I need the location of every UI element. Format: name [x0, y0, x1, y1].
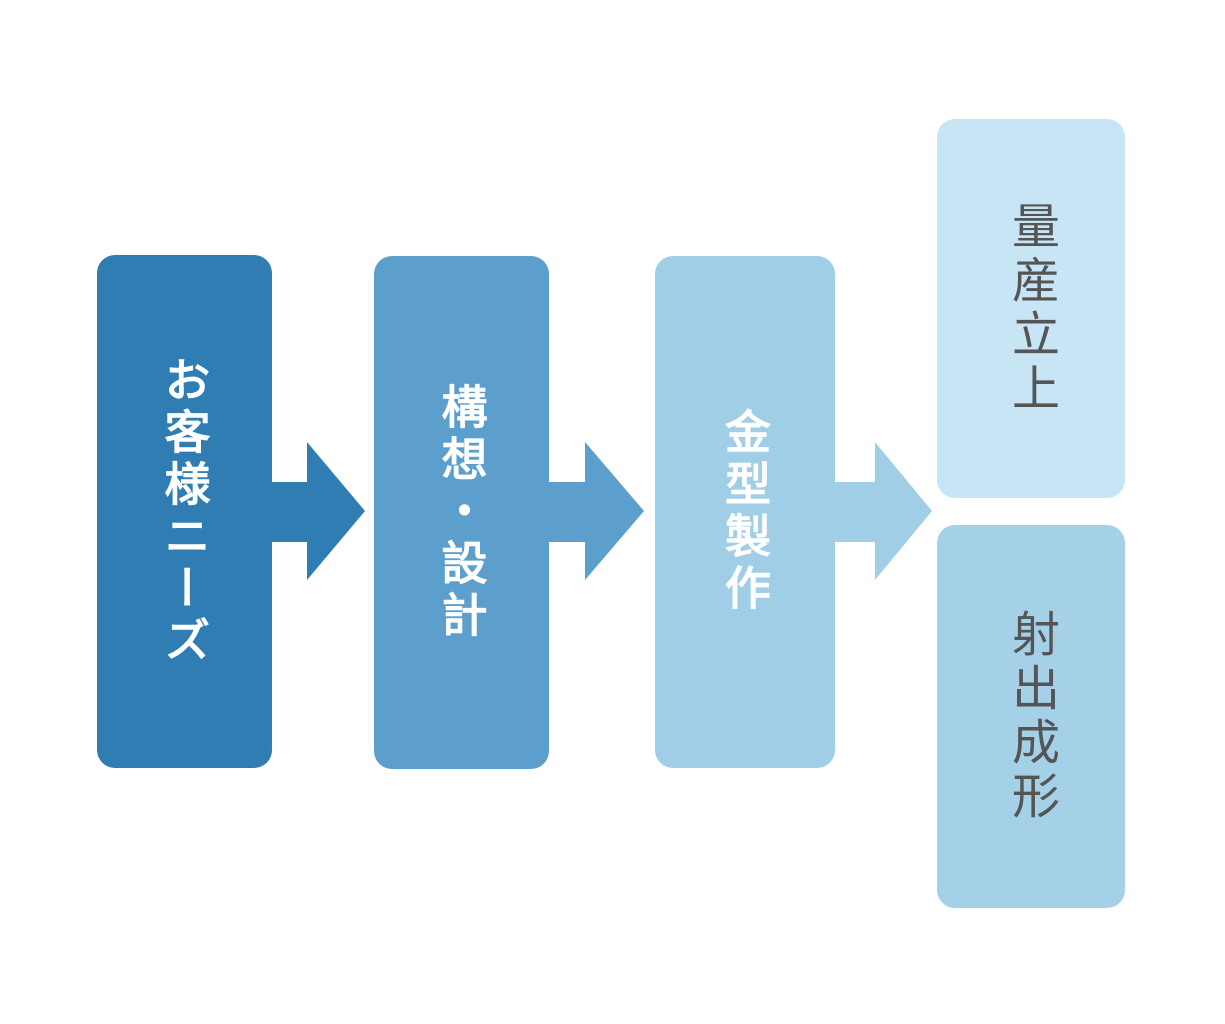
- arrow-right-icon: [272, 442, 365, 580]
- arrow-right-icon: [835, 442, 932, 580]
- step-label: 構想・設計: [434, 382, 489, 643]
- step-mass-production-launch: 量産立上: [937, 119, 1125, 498]
- step-mold-making: 金型製作: [655, 256, 835, 768]
- arrow-right-icon: [549, 442, 644, 580]
- step-concept-design: 構想・設計: [374, 256, 549, 769]
- step-label: 量産立上: [1003, 200, 1059, 417]
- step-label: お客様ニーズ: [157, 355, 212, 668]
- step-customer-needs: お客様ニーズ: [97, 255, 272, 768]
- step-label: 射出成形: [1003, 608, 1059, 825]
- step-injection-molding: 射出成形: [937, 525, 1125, 908]
- step-label: 金型製作: [718, 408, 772, 616]
